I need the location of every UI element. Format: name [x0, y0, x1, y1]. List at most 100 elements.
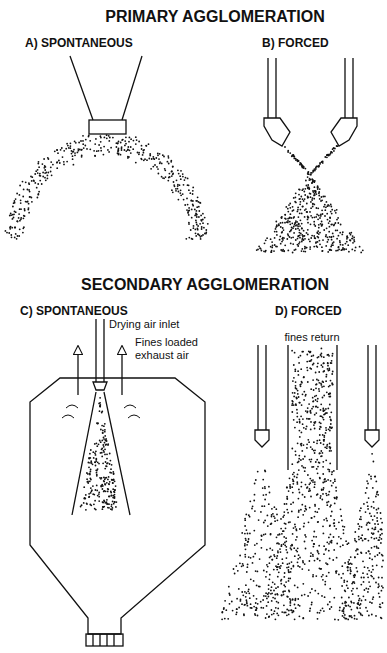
- spray-droplet: [187, 184, 189, 186]
- spray-droplet: [325, 206, 327, 208]
- spray-droplet: [312, 554, 314, 556]
- spray-droplet: [78, 150, 80, 152]
- spray-droplet: [28, 183, 30, 185]
- spray-droplet: [301, 443, 303, 445]
- spray-droplet: [309, 482, 311, 484]
- spray-droplet: [182, 176, 184, 178]
- spray-droplet: [309, 610, 311, 612]
- spray-droplet: [304, 216, 306, 218]
- spray-droplet: [150, 168, 152, 170]
- spray-droplet: [323, 443, 325, 445]
- spray-droplet: [325, 376, 327, 378]
- spray-droplet: [354, 618, 356, 620]
- spray-droplet: [29, 191, 31, 193]
- spray-droplet: [196, 216, 198, 218]
- spray-droplet: [195, 235, 197, 237]
- spray-droplet: [192, 204, 194, 206]
- spray-droplet: [309, 241, 311, 243]
- spray-droplet: [339, 607, 341, 609]
- spray-droplet: [283, 229, 285, 231]
- spray-droplet: [309, 248, 311, 250]
- outlet-grid: [93, 634, 114, 646]
- spray-droplet: [188, 210, 190, 212]
- spray-droplet: [325, 234, 327, 236]
- spray-droplet: [72, 158, 74, 160]
- spray-droplet: [292, 479, 294, 481]
- spray-droplet: [320, 610, 322, 612]
- spray-droplet: [121, 139, 123, 141]
- spray-droplet: [312, 397, 314, 399]
- spray-droplet: [314, 237, 316, 239]
- spray-droplet: [200, 219, 202, 221]
- spray-droplet: [98, 463, 100, 465]
- spray-droplet: [106, 482, 108, 484]
- spray-droplet: [299, 203, 301, 205]
- spray-droplet: [317, 236, 319, 238]
- spray-droplet: [83, 147, 85, 149]
- spray-droplet: [117, 142, 119, 144]
- spray-droplet: [80, 506, 82, 508]
- spray-droplet: [15, 198, 17, 200]
- spray-droplet: [298, 461, 300, 463]
- spray-droplet: [182, 193, 184, 195]
- spray-droplet: [179, 175, 181, 177]
- spray-droplet: [309, 608, 311, 610]
- spray-droplet: [253, 580, 255, 582]
- spray-droplet: [22, 181, 24, 183]
- spray-droplet: [290, 549, 292, 551]
- spray-droplet: [92, 493, 94, 495]
- spray-droplet: [313, 180, 315, 182]
- spray-droplet: [101, 410, 103, 412]
- spray-droplet: [325, 427, 327, 429]
- spray-droplet: [100, 478, 102, 480]
- spray-droplet: [310, 368, 312, 370]
- spray-droplet: [305, 505, 307, 507]
- spray-droplet: [312, 401, 314, 403]
- spray-droplet: [328, 396, 330, 398]
- spray-droplet: [289, 484, 291, 486]
- spray-droplet: [100, 452, 102, 454]
- spray-droplet: [6, 232, 8, 234]
- spray-droplet: [291, 350, 293, 352]
- spray-droplet: [188, 189, 190, 191]
- spray-droplet: [372, 565, 374, 567]
- spray-droplet: [316, 459, 318, 461]
- spray-droplet: [309, 418, 311, 420]
- spray-droplet: [56, 161, 58, 163]
- spray-droplet: [320, 450, 322, 452]
- spray-droplet: [292, 473, 294, 475]
- spray-droplet: [254, 553, 256, 555]
- spray-droplet: [332, 371, 334, 373]
- spray-droplet: [301, 568, 303, 570]
- spray-droplet: [277, 576, 279, 578]
- spray-droplet: [312, 355, 314, 357]
- spray-droplet: [284, 542, 286, 544]
- spray-droplet: [239, 555, 241, 557]
- spray-droplet: [276, 246, 278, 248]
- spray-droplet: [178, 173, 180, 175]
- spray-droplet: [14, 237, 16, 239]
- spray-droplet: [362, 540, 364, 542]
- spray-droplet: [326, 374, 328, 376]
- spray-droplet: [331, 213, 333, 215]
- spray-droplet: [329, 385, 331, 387]
- spray-droplet: [368, 550, 370, 552]
- spray-droplet: [15, 233, 17, 235]
- spray-droplet: [376, 520, 378, 522]
- spray-droplet: [37, 197, 39, 199]
- spray-droplet: [353, 239, 355, 241]
- spray-droplet: [130, 138, 132, 140]
- spray-droplet: [191, 200, 193, 202]
- spray-droplet: [325, 459, 327, 461]
- spray-droplet: [302, 198, 304, 200]
- spray-droplet: [333, 549, 335, 551]
- spray-droplet: [259, 247, 261, 249]
- spray-droplet: [329, 220, 331, 222]
- spray-droplet: [297, 442, 299, 444]
- spray-droplet: [307, 229, 309, 231]
- spray-droplet: [303, 376, 305, 378]
- spray-droplet: [184, 204, 186, 206]
- spray-droplet: [187, 204, 189, 206]
- spray-droplet: [299, 430, 301, 432]
- spray-droplet: [348, 597, 350, 599]
